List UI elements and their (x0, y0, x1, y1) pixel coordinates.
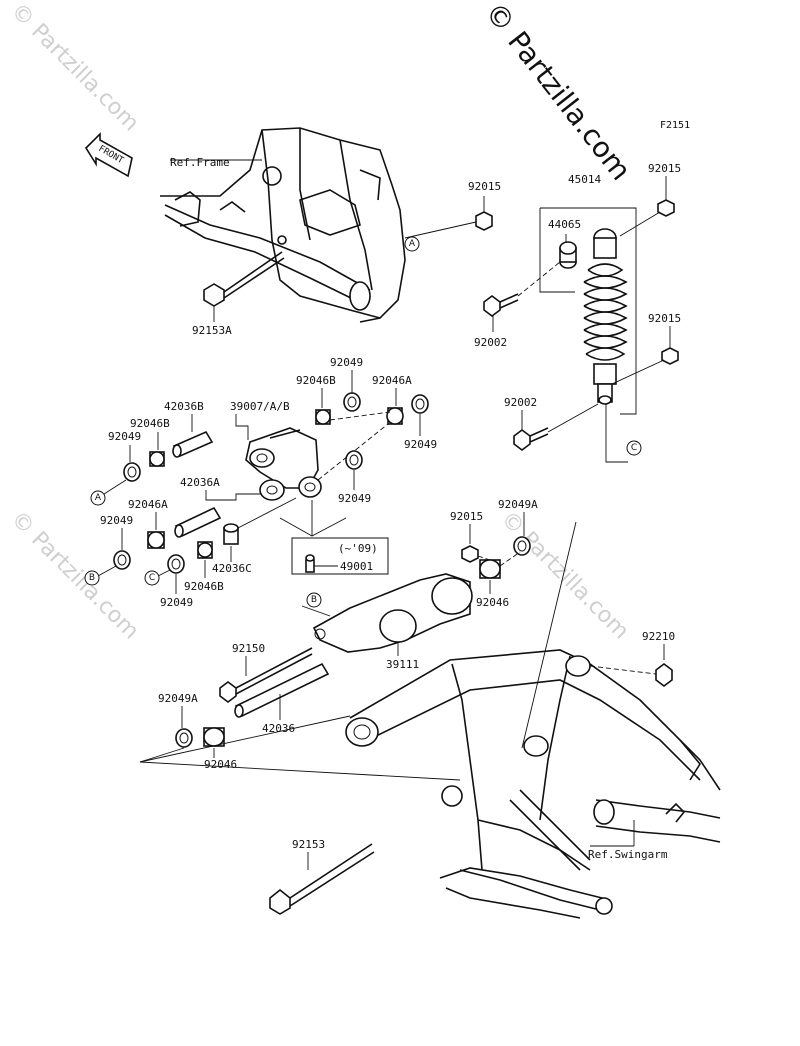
part-92015-swing-label: 92015 (450, 510, 483, 523)
bearing-92046A-top-icon (386, 407, 404, 425)
part-92049A-right-label: 92049A (498, 498, 538, 511)
callout-b-left (84, 570, 100, 586)
nut-92015-swing-icon (461, 545, 479, 563)
callout-b-swing (306, 592, 322, 608)
watermark-mid-left: © Partzilla.com (6, 507, 144, 645)
callout-c-shock (626, 440, 642, 456)
bolt-92153A-icon (203, 251, 285, 307)
nut-92015-top-icon (657, 199, 675, 217)
part-92015-mid-label: 92015 (648, 312, 681, 325)
part-92002-lower-label: 92002 (504, 396, 537, 409)
part-92015-top-label: 92015 (648, 162, 681, 175)
part-49001-label: 49001 (340, 560, 373, 573)
bushing-44065-icon (559, 241, 577, 269)
grease-nipple-49001-icon (305, 554, 315, 573)
part-92049-top-label: 92049 (330, 356, 363, 369)
shock-absorber-45014-icon (583, 228, 628, 405)
part-92049-lower-label: 92049 (160, 596, 193, 609)
collar-42036C-icon (223, 523, 239, 545)
callout-c-left (144, 570, 160, 586)
swingarm-drawing (345, 649, 721, 919)
collar-42036A-icon (174, 506, 222, 538)
year-note-label: (~'09) (338, 542, 378, 555)
part-44065-label: 44065 (548, 218, 581, 231)
nut-92015-mid-icon (661, 347, 679, 365)
frame-drawing (160, 127, 406, 323)
callout-a-top (404, 236, 420, 252)
callout-b-left-text: B (89, 573, 95, 583)
bearing-92046B-left-icon (149, 451, 165, 467)
front-arrow-icon: FRONT (84, 132, 133, 178)
part-42036A-label: 42036A (180, 476, 220, 489)
callout-b-swing-text: B (311, 595, 317, 605)
part-42036B-label: 42036B (164, 400, 204, 413)
part-92049A-left-label: 92049A (158, 692, 198, 705)
bolt-92150-icon (219, 647, 313, 703)
ring-92049-left-icon (123, 462, 141, 482)
part-92049-right-label: 92049 (404, 438, 437, 451)
ring-92049A-left-icon (175, 728, 193, 748)
part-92046A-top-label: 92046A (372, 374, 412, 387)
ref-swingarm-label: Ref.Swingarm (588, 848, 668, 861)
part-39111-label: 39111 (386, 658, 419, 671)
ring-92049-top-icon (343, 392, 361, 412)
bearing-92046B-top-icon (315, 409, 331, 425)
part-92002-upper-label: 92002 (474, 336, 507, 349)
part-92046B-left-label: 92046B (130, 417, 170, 430)
ring-92049-right-icon (411, 394, 429, 414)
ring-92049A-right-icon (513, 536, 531, 556)
part-92150-label: 92150 (232, 642, 265, 655)
watermark-mid-right: © Partzilla.com (496, 507, 634, 645)
part-42036C-label: 42036C (212, 562, 252, 575)
callout-c-left-text: C (149, 573, 155, 583)
part-39007-label: 39007/A/B (230, 400, 290, 413)
ring-92049-lower-left-icon (113, 550, 131, 570)
collar-42036B-icon (172, 430, 214, 458)
part-92015-frame-label: 92015 (468, 180, 501, 193)
nut-92015-frame-icon (475, 211, 493, 231)
part-92153-label: 92153 (292, 838, 325, 851)
diagram-code: F2151 (660, 120, 690, 131)
ring-92049-lower-icon (167, 554, 185, 574)
part-92153A-label: 92153A (192, 324, 232, 337)
part-92210-label: 92210 (642, 630, 675, 643)
tie-rod-39111-icon (312, 573, 473, 653)
part-45014-label: 45014 (568, 173, 601, 186)
bearing-92046B-lower-icon (197, 541, 213, 559)
bolt-92002-upper-icon (483, 293, 519, 317)
part-92049-lower-left-label: 92049 (100, 514, 133, 527)
bearing-92046-left-icon (203, 727, 225, 747)
watermark-top-left: © Partzilla.com (6, 0, 144, 136)
part-92049-center-label: 92049 (338, 492, 371, 505)
bearing-92046-right-icon (479, 559, 501, 579)
callout-c-shock-text: C (631, 443, 637, 453)
watermark-main: © Partzilla.com (478, 0, 637, 187)
bearing-92046A-left-icon (147, 531, 165, 549)
callout-a-top-text: A (409, 239, 416, 249)
part-92046B-top-label: 92046B (296, 374, 336, 387)
bolt-92002-lower-icon (513, 427, 549, 451)
callout-a-left-text: A (95, 493, 102, 503)
bolt-92153-icon (269, 843, 375, 915)
part-42036-label: 42036 (262, 722, 295, 735)
callout-a-left (90, 490, 106, 506)
ref-frame-label: Ref.Frame (170, 156, 230, 169)
nut-92210-icon (655, 663, 673, 687)
part-92046B-lower-label: 92046B (184, 580, 224, 593)
ring-92049-center-icon (345, 450, 363, 470)
part-92046-right-label: 92046 (476, 596, 509, 609)
rocker-arm-39007-icon (245, 427, 322, 501)
part-92046A-left-label: 92046A (128, 498, 168, 511)
year-note-box (291, 537, 389, 575)
part-92049-left-label: 92049 (108, 430, 141, 443)
part-92046-left-label: 92046 (204, 758, 237, 771)
collar-42036-icon (234, 662, 330, 718)
